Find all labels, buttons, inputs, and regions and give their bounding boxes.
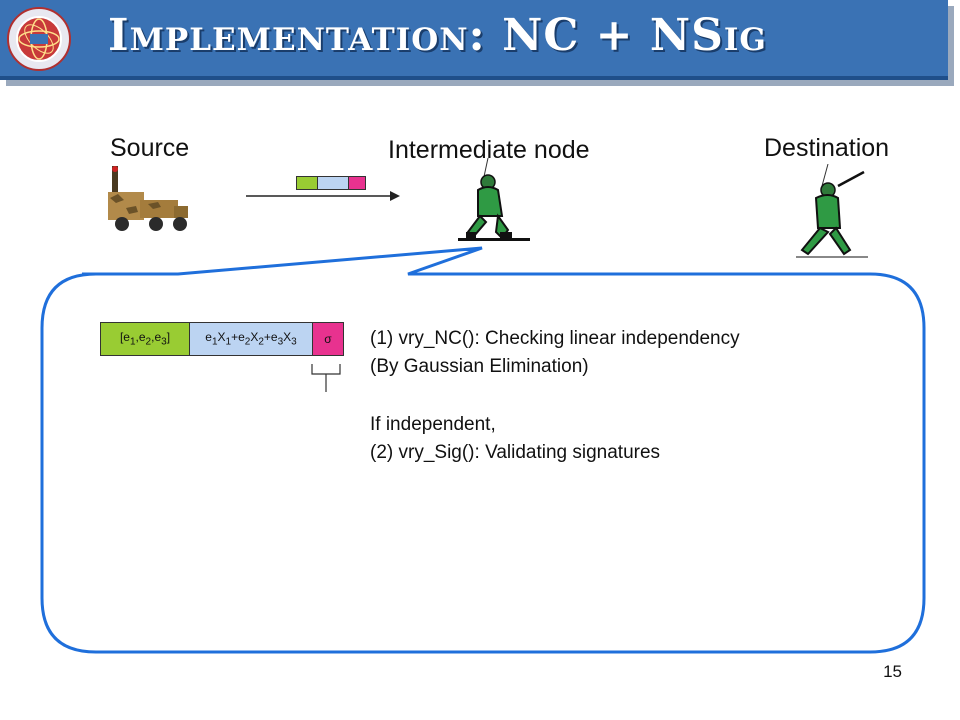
packet-small: [296, 176, 366, 190]
signature-field: σ: [313, 323, 343, 355]
packet-small-segment: [317, 177, 332, 189]
step-one-text: (1) vry_NC(): Checking linear independen…: [370, 328, 740, 349]
step-two-text: (2) vry_Sig(): Validating signatures: [370, 442, 661, 463]
coefficient-vector-field: [e1,e2,e3]: [101, 323, 190, 355]
slide-title: Implementation: NC + NSig: [108, 10, 767, 61]
intermediate-node-label: Intermediate node: [388, 136, 590, 164]
kneeling-soldier-icon: [458, 158, 530, 241]
encoded-payload-field: e1X1+e2X2+e3X3: [190, 323, 313, 355]
transmission-arrow: [246, 191, 400, 201]
packet-small-segment: [332, 177, 348, 189]
military-vehicle-icon: [108, 166, 188, 231]
signature-brace: [311, 364, 341, 392]
destination-label: Destination: [764, 134, 890, 162]
source-label: Source: [110, 134, 190, 162]
page-number: 15: [883, 662, 902, 681]
packet-small-segment: [348, 177, 365, 189]
university-seal-icon: [7, 7, 71, 71]
marching-soldier-icon: [796, 164, 868, 258]
packet-detailed: [e1,e2,e3] e1X1+e2X2+e3X3 σ: [100, 322, 344, 356]
condition-text: If independent,: [370, 414, 496, 435]
title-bar: Implementation: NC + NSig: [0, 0, 948, 80]
step-one-detail: (By Gaussian Elimination): [370, 356, 589, 377]
packet-small-segment: [297, 177, 317, 189]
